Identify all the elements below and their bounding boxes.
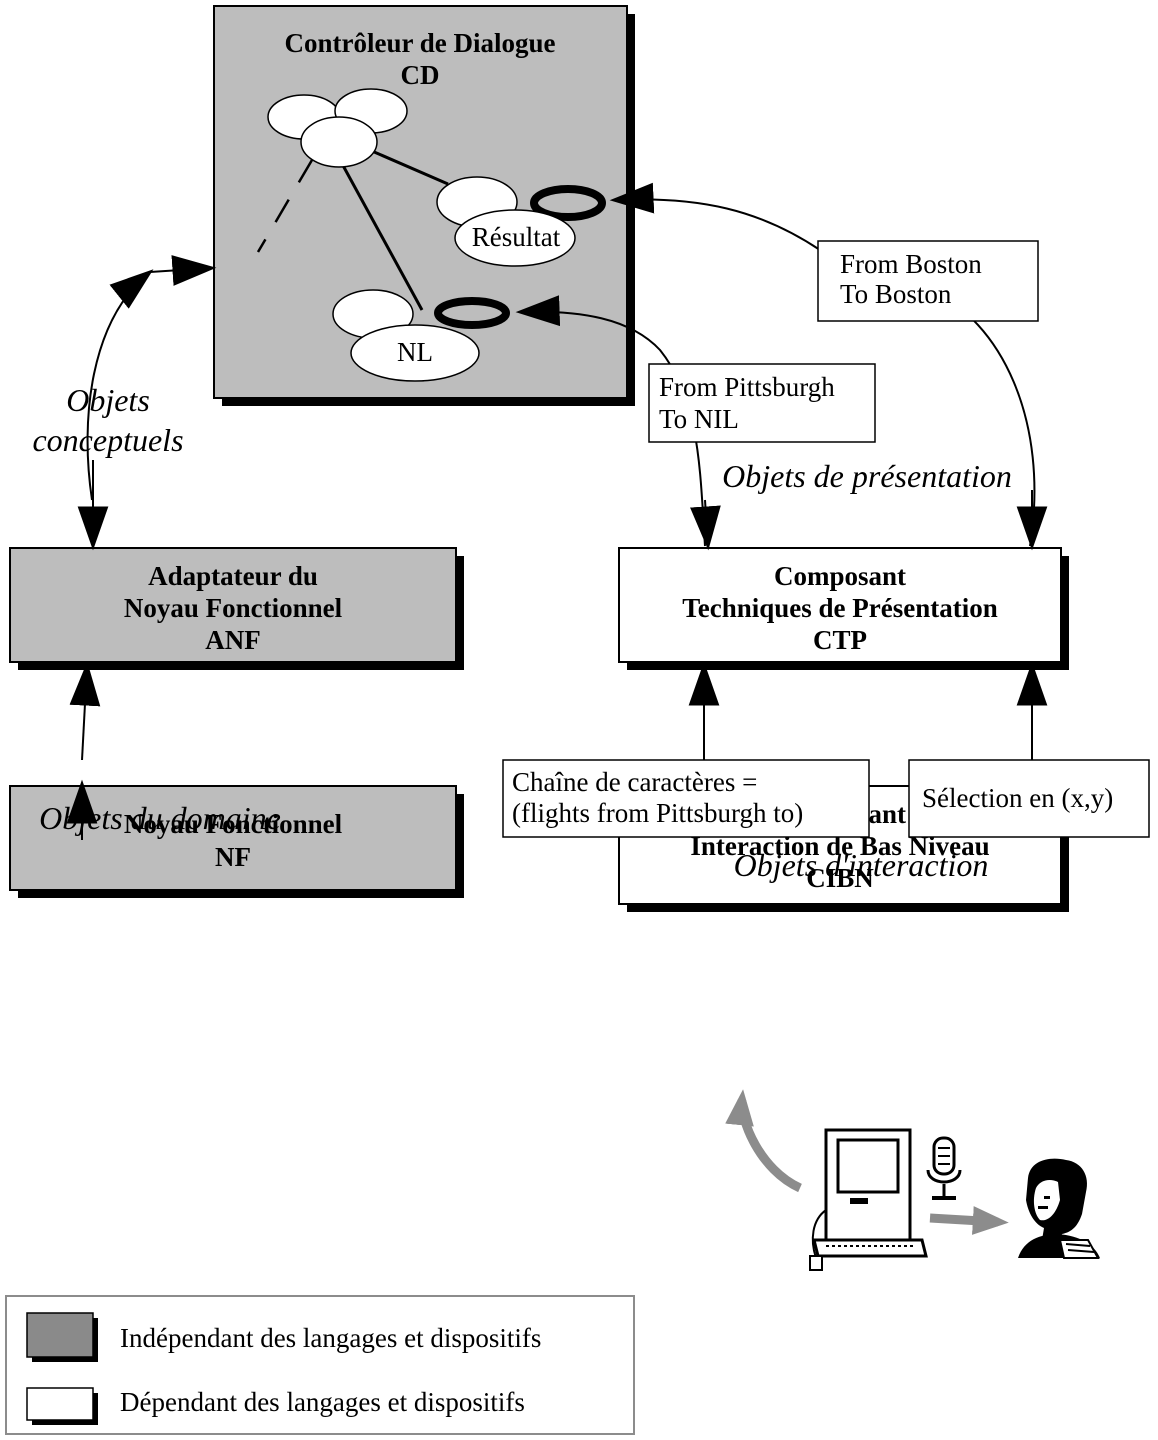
arrow-cd-to-ctp-left (690, 499, 721, 551)
ctp-line1: Composant (774, 561, 906, 591)
nl-label: NL (397, 337, 433, 367)
computer-icon (809, 1128, 928, 1271)
boston-line2: To Boston (840, 279, 952, 309)
resultat-node (454, 209, 576, 267)
anf-line2: Noyau Fonctionnel (124, 593, 343, 623)
tree-edge-dashed (256, 159, 314, 253)
nf-line2: NF (215, 842, 251, 872)
arrow-boston-to-resultat (609, 182, 821, 251)
resultat-port (530, 185, 606, 221)
message-boston: From Boston To Boston (817, 240, 1039, 322)
cd-title-line2: CD (401, 60, 440, 90)
resultat-label: Résultat (472, 222, 561, 252)
ctp-line2: Techniques de Présentation (682, 593, 998, 623)
arrow-anf-to-cd-head (149, 255, 217, 286)
arrow-nf-to-anf (69, 661, 101, 761)
label-objets: Objets (66, 382, 150, 418)
dialog-tree: Résultat NL (256, 88, 606, 382)
legend-dependent-label: Dépendant des langages et dispositifs (120, 1387, 525, 1417)
ctp-line3: CTP (813, 625, 867, 655)
tree-edge (364, 146, 449, 186)
arrow-ctp-boston-path (929, 289, 1036, 547)
message-pittsburgh: From Pittsburgh To NIL (648, 363, 876, 443)
message-chaine: Chaîne de caractères = (flights from Pit… (502, 759, 870, 838)
grey-arrow-to-user (929, 1206, 1009, 1235)
user-icon (1018, 1158, 1100, 1259)
anf-line3: ANF (205, 625, 261, 655)
cd-box: Contrôleur de Dialogue CD (213, 5, 635, 406)
boston-line1: From Boston (840, 249, 982, 279)
tree-node (300, 116, 378, 168)
message-selection: Sélection en (x,y) (908, 759, 1150, 838)
anf-line1: Adaptateur du (148, 561, 318, 591)
chaine-line2: (flights from Pittsburgh to) (512, 798, 803, 828)
arrow-pittsburgh-to-nl (515, 295, 706, 547)
label-objets-presentation: Objets de présentation (722, 458, 1012, 494)
label-conceptuels: conceptuels (32, 422, 183, 458)
label-objets-domaine: Objets du domaine (39, 800, 281, 836)
grey-arrow-to-cibn (725, 1089, 803, 1193)
pittsburgh-line1: From Pittsburgh (659, 372, 835, 402)
legend-swatch-independent (26, 1312, 94, 1358)
pittsburgh-line2: To NIL (659, 404, 739, 434)
legend-swatch-dependent (26, 1387, 94, 1421)
tree-edge (338, 159, 424, 311)
nl-port (434, 297, 510, 329)
selection-line1: Sélection en (x,y) (922, 783, 1113, 813)
legend: Indépendant des langages et dispositifs … (5, 1295, 635, 1435)
arrow-anf-to-cd (86, 269, 154, 501)
anf-box: Adaptateur du Noyau Fonctionnel ANF (9, 547, 464, 670)
microphone-icon (926, 1136, 962, 1200)
nl-node (350, 324, 480, 382)
chaine-line1: Chaîne de caractères = (512, 767, 757, 797)
cibn-line3: CIBN (806, 863, 874, 893)
label-objets-interaction: Objets d'interaction (734, 847, 989, 883)
legend-independent-label: Indépendant des langages et dispositifs (120, 1323, 541, 1353)
nf-line1: Noyau Fonctionnel (124, 809, 343, 839)
ctp-box: Composant Techniques de Présentation CTP (618, 547, 1069, 670)
user-input-arrows (725, 1089, 1009, 1235)
cd-title-line1: Contrôleur de Dialogue (285, 28, 556, 58)
